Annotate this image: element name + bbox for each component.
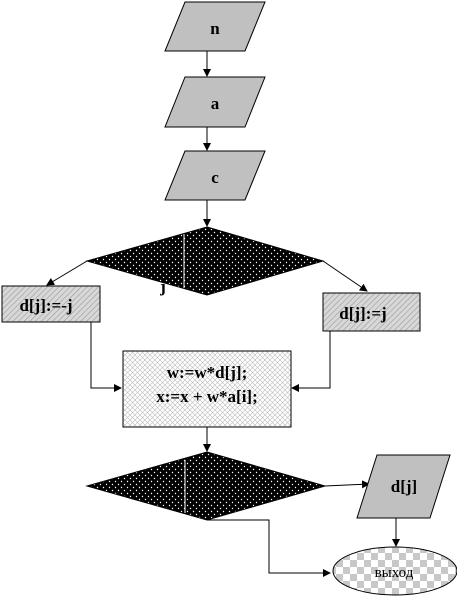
decision-2-diamond (85, 451, 327, 521)
input-a-label: a (211, 94, 220, 113)
arrow-decision2-to-output (324, 480, 370, 489)
arrow-decision2-to-exit (207, 519, 331, 577)
input-a-parallelogram: a (164, 76, 266, 128)
input-c-label: c (211, 168, 219, 187)
decision-1-diamond: j (85, 226, 325, 296)
process-line-2: x:=x + w*a[i]; (156, 387, 258, 406)
exit-label: выход (375, 565, 414, 581)
assign-plus-label: d[j]:=j (339, 304, 386, 323)
arrow-decision1-right (322, 260, 368, 292)
arrow-decision1-left (46, 260, 88, 286)
input-n-label: n (210, 19, 220, 38)
exit-terminator: выход (332, 546, 457, 596)
assign-minus-box: d[j]:=-j (1, 285, 101, 323)
process-line-1: w:=w*d[j]; (167, 363, 248, 382)
input-c-parallelogram: c (164, 150, 266, 201)
decision-1-label: j (159, 277, 166, 296)
output-d-parallelogram: d[j] (356, 454, 451, 519)
arrow-left-to-process (90, 322, 122, 392)
process-box: w:=w*d[j]; x:=x + w*a[i]; (122, 350, 292, 428)
input-n-parallelogram: n (164, 1, 266, 52)
output-d-label: d[j] (391, 477, 417, 496)
assign-minus-label: d[j]:=-j (19, 296, 72, 315)
assign-plus-box: d[j]:=j (322, 292, 421, 332)
arrow-right-to-process (291, 331, 331, 392)
